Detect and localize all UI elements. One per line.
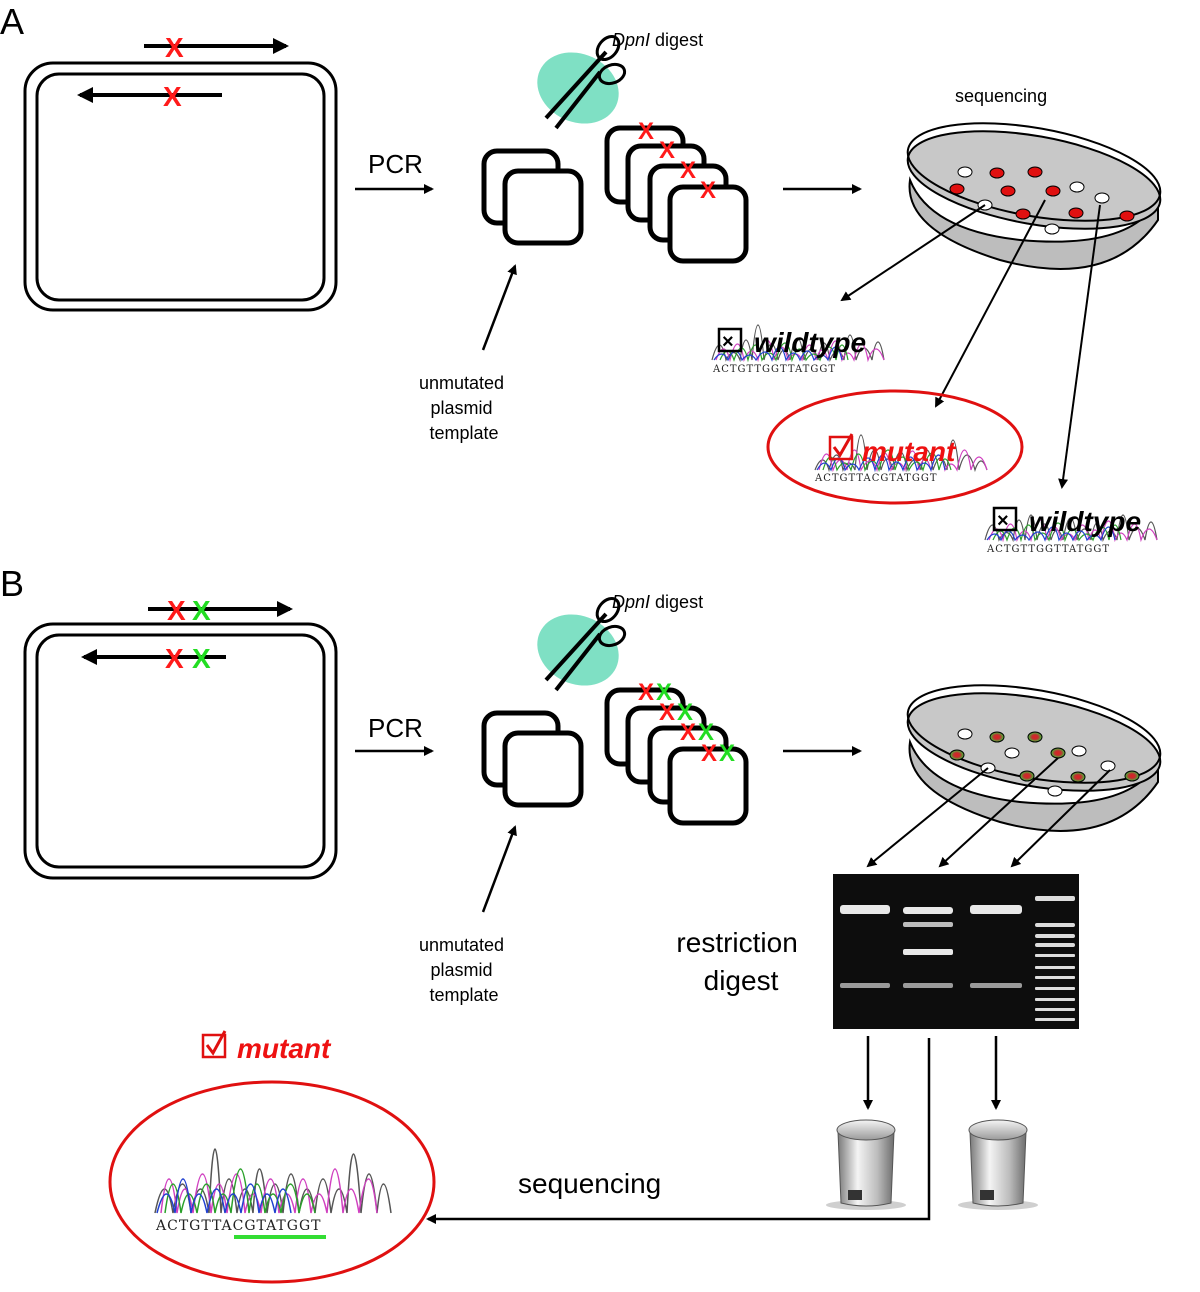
scissors-icon (537, 34, 627, 130)
dpni-digest-label-a: DpnI digest (612, 30, 703, 50)
panel-a: A X X PCR unmutated plasmid template (0, 1, 1162, 555)
svg-text:X: X (659, 699, 675, 726)
dpni-digest-label-b: DpnI digest (612, 592, 703, 612)
restriction-digest-label: restriction digest (676, 927, 805, 996)
template-arrow-b (481, 825, 517, 913)
svg-text:X: X (680, 719, 696, 746)
mutant-plasmids-a: X X X X (604, 118, 749, 264)
svg-text:X: X (167, 595, 186, 626)
result-label: wildtype (1029, 506, 1141, 537)
gel-ladder (1035, 896, 1075, 1021)
colony-arrow-b1 (866, 767, 989, 868)
svg-text:X: X (659, 137, 675, 164)
colony-arrow-a3 (1058, 204, 1101, 489)
svg-text:X: X (677, 699, 693, 726)
template-label-a: unmutated plasmid template (419, 373, 509, 443)
svg-text:X: X (719, 740, 735, 767)
result-wildtype-2: × wildtype ACTGTTGGTTATGGT (984, 506, 1158, 555)
petri-dish-a (906, 122, 1162, 270)
result-label: mutant (237, 1033, 332, 1064)
pcr-label-b: PCR (368, 713, 423, 743)
pcr-label-a: PCR (368, 149, 423, 179)
svg-text:×: × (722, 331, 734, 353)
svg-text:X: X (192, 595, 211, 626)
result-sequence: ACTGTTGGTTATGGT (986, 544, 1110, 555)
panel-a-letter: A (0, 1, 24, 42)
result-mutant-b: mutant ACTGTTACGTATGGT (108, 1030, 436, 1284)
template-plasmids-a (481, 148, 584, 246)
sequencing-arrow-b (426, 1038, 931, 1224)
trash-can-icon (826, 1119, 906, 1210)
panel-b-letter: B (0, 563, 24, 604)
svg-text:X: X (701, 740, 717, 767)
petri-dish-b (906, 684, 1162, 832)
mutation-marks-b: X X X X (165, 595, 211, 674)
svg-text:X: X (656, 679, 672, 706)
colony-arrow-a1 (840, 204, 986, 302)
result-sequence: ACTGTTGGTTATGGT (712, 364, 836, 375)
svg-text:X: X (638, 679, 654, 706)
template-plasmids-b (481, 710, 584, 808)
result-label: mutant (862, 436, 957, 467)
svg-text:X: X (165, 643, 184, 674)
scissors-icon (537, 596, 627, 692)
result-label: wildtype (754, 327, 866, 358)
colony-arrow-b3 (1010, 769, 1111, 868)
svg-text:X: X (165, 32, 184, 63)
svg-text:X: X (163, 81, 182, 112)
result-sequence: ACTGTTACGTATGGT (814, 473, 938, 484)
svg-text:×: × (997, 510, 1009, 532)
plasmid-b (23, 622, 338, 880)
svg-text:X: X (680, 157, 696, 184)
result-wildtype-1: × wildtype ACTGTTGGTTATGGT (711, 324, 885, 375)
sequencing-label-b: sequencing (518, 1168, 661, 1199)
template-arrow-a (481, 264, 517, 351)
plasmid-a (23, 61, 338, 312)
result-mutant-a: mutant ACTGTTACGTATGGT (766, 389, 1024, 505)
trash-can-icon (958, 1119, 1038, 1210)
colony-arrow-b2 (938, 757, 1059, 868)
result-sequence: ACTGTTACGTATGGT (155, 1218, 321, 1234)
mutation-mark-red: X X (163, 32, 184, 112)
svg-text:X: X (700, 177, 716, 204)
panel-b: B X X X X PCR unmutated plasmid template (0, 563, 1162, 1284)
template-label-b: unmutated plasmid template (419, 935, 509, 1005)
svg-text:X: X (638, 118, 654, 145)
colony-arrow-a2 (935, 199, 1046, 408)
svg-text:X: X (698, 719, 714, 746)
mutant-plasmids-b: X X X X X X X X (604, 679, 749, 826)
sequencing-label-a: sequencing (955, 86, 1047, 106)
gel-image (833, 874, 1079, 1029)
svg-text:X: X (192, 643, 211, 674)
